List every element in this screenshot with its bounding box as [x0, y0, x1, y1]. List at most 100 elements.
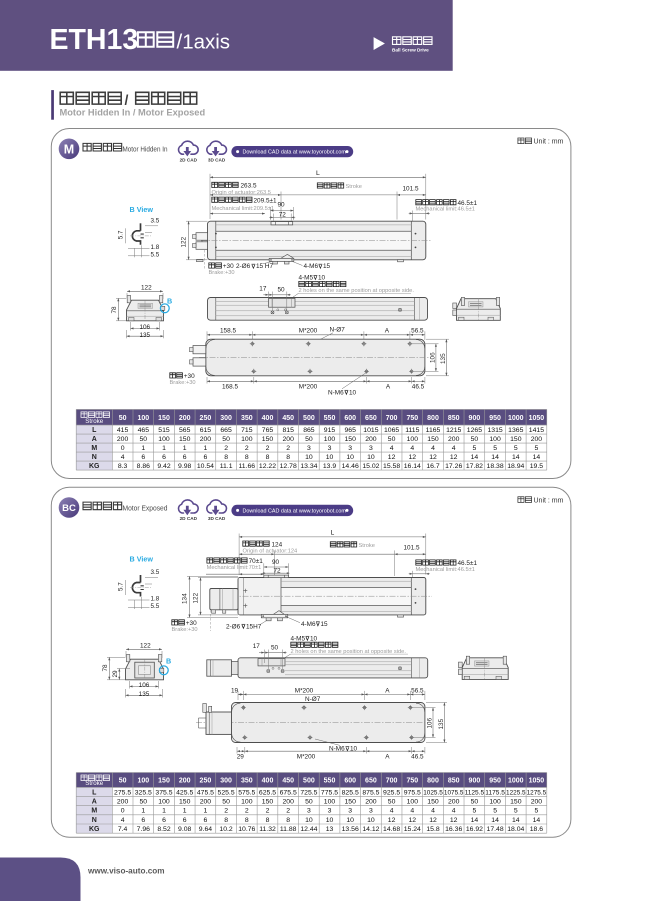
svg-text:Origin of actuator:263.5: Origin of actuator:263.5: [212, 190, 271, 196]
svg-text:106: 106: [427, 717, 434, 728]
svg-text:15: 15: [321, 621, 329, 628]
svg-text:Download CAD data at www.toyor: Download CAD data at www.toyorobot.com: [243, 150, 347, 156]
svg-text:10.54: 10.54: [197, 463, 214, 470]
svg-text:4: 4: [390, 445, 394, 452]
svg-text:825.5: 825.5: [342, 789, 359, 796]
svg-text:725.5: 725.5: [300, 789, 317, 796]
svg-text:1.8: 1.8: [151, 244, 160, 251]
svg-text:N-Ø7: N-Ø7: [330, 327, 346, 334]
svg-text:16.7: 16.7: [426, 463, 440, 470]
svg-text:575.5: 575.5: [238, 789, 255, 796]
svg-text:10: 10: [350, 746, 358, 753]
svg-text:11.66: 11.66: [238, 463, 255, 470]
svg-text:3.5: 3.5: [151, 569, 160, 576]
svg-text:8: 8: [286, 817, 290, 824]
svg-text:100: 100: [158, 436, 170, 443]
svg-text:625.5: 625.5: [259, 789, 276, 796]
svg-text:KG: KG: [89, 463, 100, 470]
svg-text:8.52: 8.52: [157, 826, 171, 833]
svg-text:665: 665: [220, 427, 232, 434]
svg-text:5: 5: [534, 445, 538, 452]
svg-text:8: 8: [224, 817, 228, 824]
svg-text:200: 200: [531, 799, 543, 806]
svg-text:8: 8: [266, 454, 270, 461]
svg-text:1015: 1015: [363, 427, 378, 434]
svg-text:Stroke: Stroke: [85, 418, 103, 425]
svg-text:5: 5: [514, 808, 518, 815]
svg-text:4: 4: [390, 808, 394, 815]
svg-text:1225.5: 1225.5: [506, 789, 526, 796]
svg-text:8: 8: [266, 817, 270, 824]
svg-text:12: 12: [429, 817, 437, 824]
svg-text:765: 765: [262, 427, 274, 434]
svg-text:122: 122: [140, 642, 151, 649]
svg-text:4: 4: [452, 445, 456, 452]
svg-text:1: 1: [183, 808, 187, 815]
svg-text:12: 12: [450, 454, 458, 461]
svg-text:1: 1: [183, 445, 187, 452]
svg-text:1: 1: [141, 445, 145, 452]
svg-text:Stroke: Stroke: [85, 780, 103, 787]
svg-text:BC: BC: [62, 503, 76, 514]
svg-text:150: 150: [158, 778, 170, 785]
svg-text:124: 124: [272, 541, 283, 548]
svg-text:2: 2: [286, 445, 290, 452]
svg-text:2: 2: [245, 445, 249, 452]
svg-text:200: 200: [365, 799, 377, 806]
svg-text:8.3: 8.3: [118, 463, 128, 470]
svg-text:M*200: M*200: [295, 687, 314, 694]
svg-text:10: 10: [367, 817, 375, 824]
svg-text:3: 3: [348, 445, 352, 452]
svg-text:400: 400: [262, 415, 274, 422]
svg-text:1165: 1165: [426, 427, 441, 434]
svg-text:+30: +30: [223, 263, 234, 270]
svg-text:150: 150: [510, 436, 522, 443]
svg-text:0: 0: [121, 808, 125, 815]
svg-text:18.38: 18.38: [487, 463, 504, 470]
svg-text:50: 50: [471, 799, 479, 806]
svg-text:815: 815: [282, 427, 294, 434]
svg-text:6: 6: [203, 454, 207, 461]
svg-text:200: 200: [117, 799, 129, 806]
svg-text:150: 150: [427, 799, 439, 806]
svg-text:915: 915: [324, 427, 336, 434]
svg-text:14: 14: [512, 817, 520, 824]
svg-text:13.9: 13.9: [323, 463, 337, 470]
svg-text:6: 6: [162, 454, 166, 461]
svg-text:106: 106: [139, 682, 150, 689]
svg-text:12.44: 12.44: [300, 826, 317, 833]
svg-text:122: 122: [193, 592, 200, 603]
svg-text:4: 4: [431, 808, 435, 815]
svg-text:550: 550: [324, 778, 336, 785]
svg-text:5.7: 5.7: [118, 582, 125, 591]
svg-text:150: 150: [158, 415, 170, 422]
svg-text:14.68: 14.68: [383, 826, 400, 833]
svg-text:14.12: 14.12: [362, 826, 379, 833]
svg-text:650: 650: [365, 778, 377, 785]
svg-text:350: 350: [241, 415, 253, 422]
svg-text:650: 650: [365, 415, 377, 422]
svg-text:M: M: [91, 445, 97, 452]
svg-text:Unit : mm: Unit : mm: [534, 497, 564, 504]
svg-text:515: 515: [158, 427, 170, 434]
svg-text:12: 12: [388, 454, 396, 461]
svg-text:16.92: 16.92: [466, 826, 483, 833]
svg-text:1265: 1265: [467, 427, 482, 434]
svg-text:2 holes on the same position a: 2 holes on the same position at opposite…: [299, 288, 415, 294]
svg-text:865: 865: [303, 427, 315, 434]
svg-text:/: /: [125, 92, 129, 108]
svg-text:12: 12: [429, 454, 437, 461]
svg-text:5.7: 5.7: [118, 230, 125, 239]
svg-text:4: 4: [452, 808, 456, 815]
svg-text:135: 135: [440, 353, 447, 364]
svg-text:Motor Exposed: Motor Exposed: [123, 503, 168, 512]
svg-text:4-M6: 4-M6: [304, 263, 319, 270]
svg-text:N-Ø7: N-Ø7: [305, 696, 321, 703]
svg-text:4-M6: 4-M6: [301, 621, 316, 628]
svg-text:850: 850: [448, 415, 460, 422]
svg-text:5: 5: [472, 445, 476, 452]
svg-text:4: 4: [410, 808, 414, 815]
svg-text:6: 6: [183, 454, 187, 461]
svg-text:17: 17: [259, 285, 267, 292]
svg-text:675.5: 675.5: [280, 789, 297, 796]
